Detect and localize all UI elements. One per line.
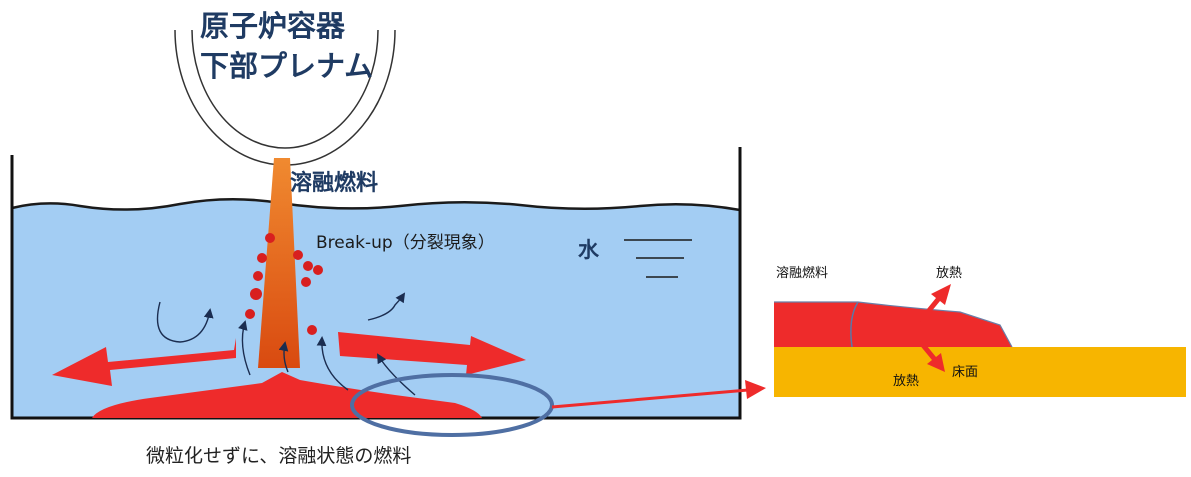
heat-arrow-up — [918, 284, 951, 323]
vessel-title-line1: 原子炉容器 — [200, 9, 346, 43]
water-pool — [12, 199, 740, 418]
detail-layer-outline — [774, 301, 1013, 348]
connector-arrow-line — [551, 388, 749, 409]
detail-floor — [774, 347, 1186, 397]
vessel-title-line2: 下部プレナム — [200, 49, 374, 83]
molten-fuel-jet — [258, 158, 300, 368]
heat-arrow-down — [918, 340, 945, 372]
water-surface-line — [11, 197, 741, 212]
detail-crust-line — [850, 301, 859, 348]
vessel-inner-arc — [191, 29, 379, 149]
molten-fuel-label: 溶融燃料 — [290, 171, 379, 196]
spread-arrow-right — [338, 332, 526, 375]
detail-heat-release-down-label: 放熱 — [893, 374, 920, 389]
detail-floor-label: 床面 — [952, 365, 979, 380]
highlight-ellipse — [350, 373, 554, 437]
fuel-droplets — [245, 233, 323, 335]
molten-fuel-pile — [92, 372, 482, 418]
water-label: 水 — [578, 238, 599, 262]
caption-label: 微粒化せずに、溶融状態の燃料 — [146, 445, 412, 467]
flow-arrows — [156, 292, 416, 396]
detail-heat-release-up-label: 放熱 — [936, 266, 963, 281]
detail-molten-fuel-label: 溶融燃料 — [776, 266, 829, 281]
breakup-label: Break-up（分裂現象） — [316, 233, 495, 253]
spread-arrow-left — [52, 338, 236, 386]
detail-molten-layer — [774, 302, 1012, 347]
connector-arrow-head — [745, 380, 766, 399]
